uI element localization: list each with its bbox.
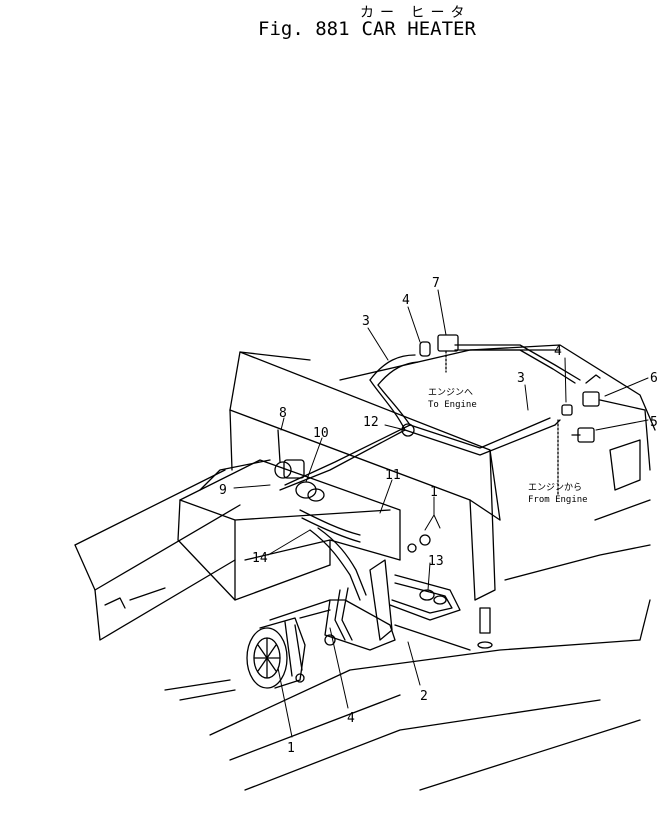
callout-6-cock: 6 [650,371,658,386]
figure-number: Fig. 881 [258,18,350,40]
nut-1 [419,534,431,546]
callout-8-grommet: 8 [279,406,287,421]
callout-labels: 1 1 2 3 3 4 4 4 5 6 7 8 9 10 11 12 13 14 [219,276,658,756]
heater-box [177,459,401,621]
hose-clamp-right [561,404,573,416]
callout-5-elbow: 5 [650,415,658,430]
engine-notes: エンジンへ To Engine エンジンから From Engine [428,388,588,505]
bolt-washer [477,641,493,649]
callout-12-clamp: 12 [363,415,379,430]
japanese-title: カー ヒータ [360,5,471,21]
callout-10-clamp: 10 [313,426,329,441]
clamp-13 [419,589,435,601]
leader-lines [233,289,649,738]
callout-4-right-clamp: 4 [554,344,562,359]
heater-unit [246,609,331,689]
cab-floor-outline [74,344,656,791]
callout-14-hose: 14 [252,551,268,566]
cock-valve [582,391,600,407]
callout-1-heater: 1 [287,741,295,756]
callout-3-right-hose: 3 [517,371,525,386]
from-engine-en: From Engine [528,495,588,505]
bracket-8 [283,459,305,479]
callout-11-hose: 11 [385,468,401,483]
washer-1 [407,543,417,553]
mounting-bracket [324,559,471,651]
valve-pipes [454,344,581,384]
callout-7-valve: 7 [432,276,440,291]
to-engine-jp: エンジンへ [428,388,473,398]
clamp-12 [401,423,415,437]
callout-9: 9 [219,483,227,498]
callout-2-bracket: 2 [420,689,428,704]
grommet-8 [274,461,292,479]
bolt [479,607,491,634]
from-engine-jp: エンジンから [528,482,582,493]
clamp-4-lower [324,634,336,646]
hose-clamp-upper [419,341,431,357]
to-engine-en: To Engine [428,400,477,410]
callout-1-nut: 1 [430,485,438,500]
figure-name: CAR HEATER [361,18,476,40]
callout-4-upper-clamp: 4 [402,293,410,308]
lower-hoses [299,509,461,641]
callout-4-lower-clamp: 4 [347,711,355,726]
drain-valve [437,334,459,352]
callout-3-upper-hose: 3 [362,314,370,329]
callout-13-clamp: 13 [428,554,444,569]
figure-title: Fig. 881 CAR HEATER [258,18,488,40]
figure-header: カー ヒータ Fig. 881 CAR HEATER [0,0,660,50]
fittings [274,334,601,649]
